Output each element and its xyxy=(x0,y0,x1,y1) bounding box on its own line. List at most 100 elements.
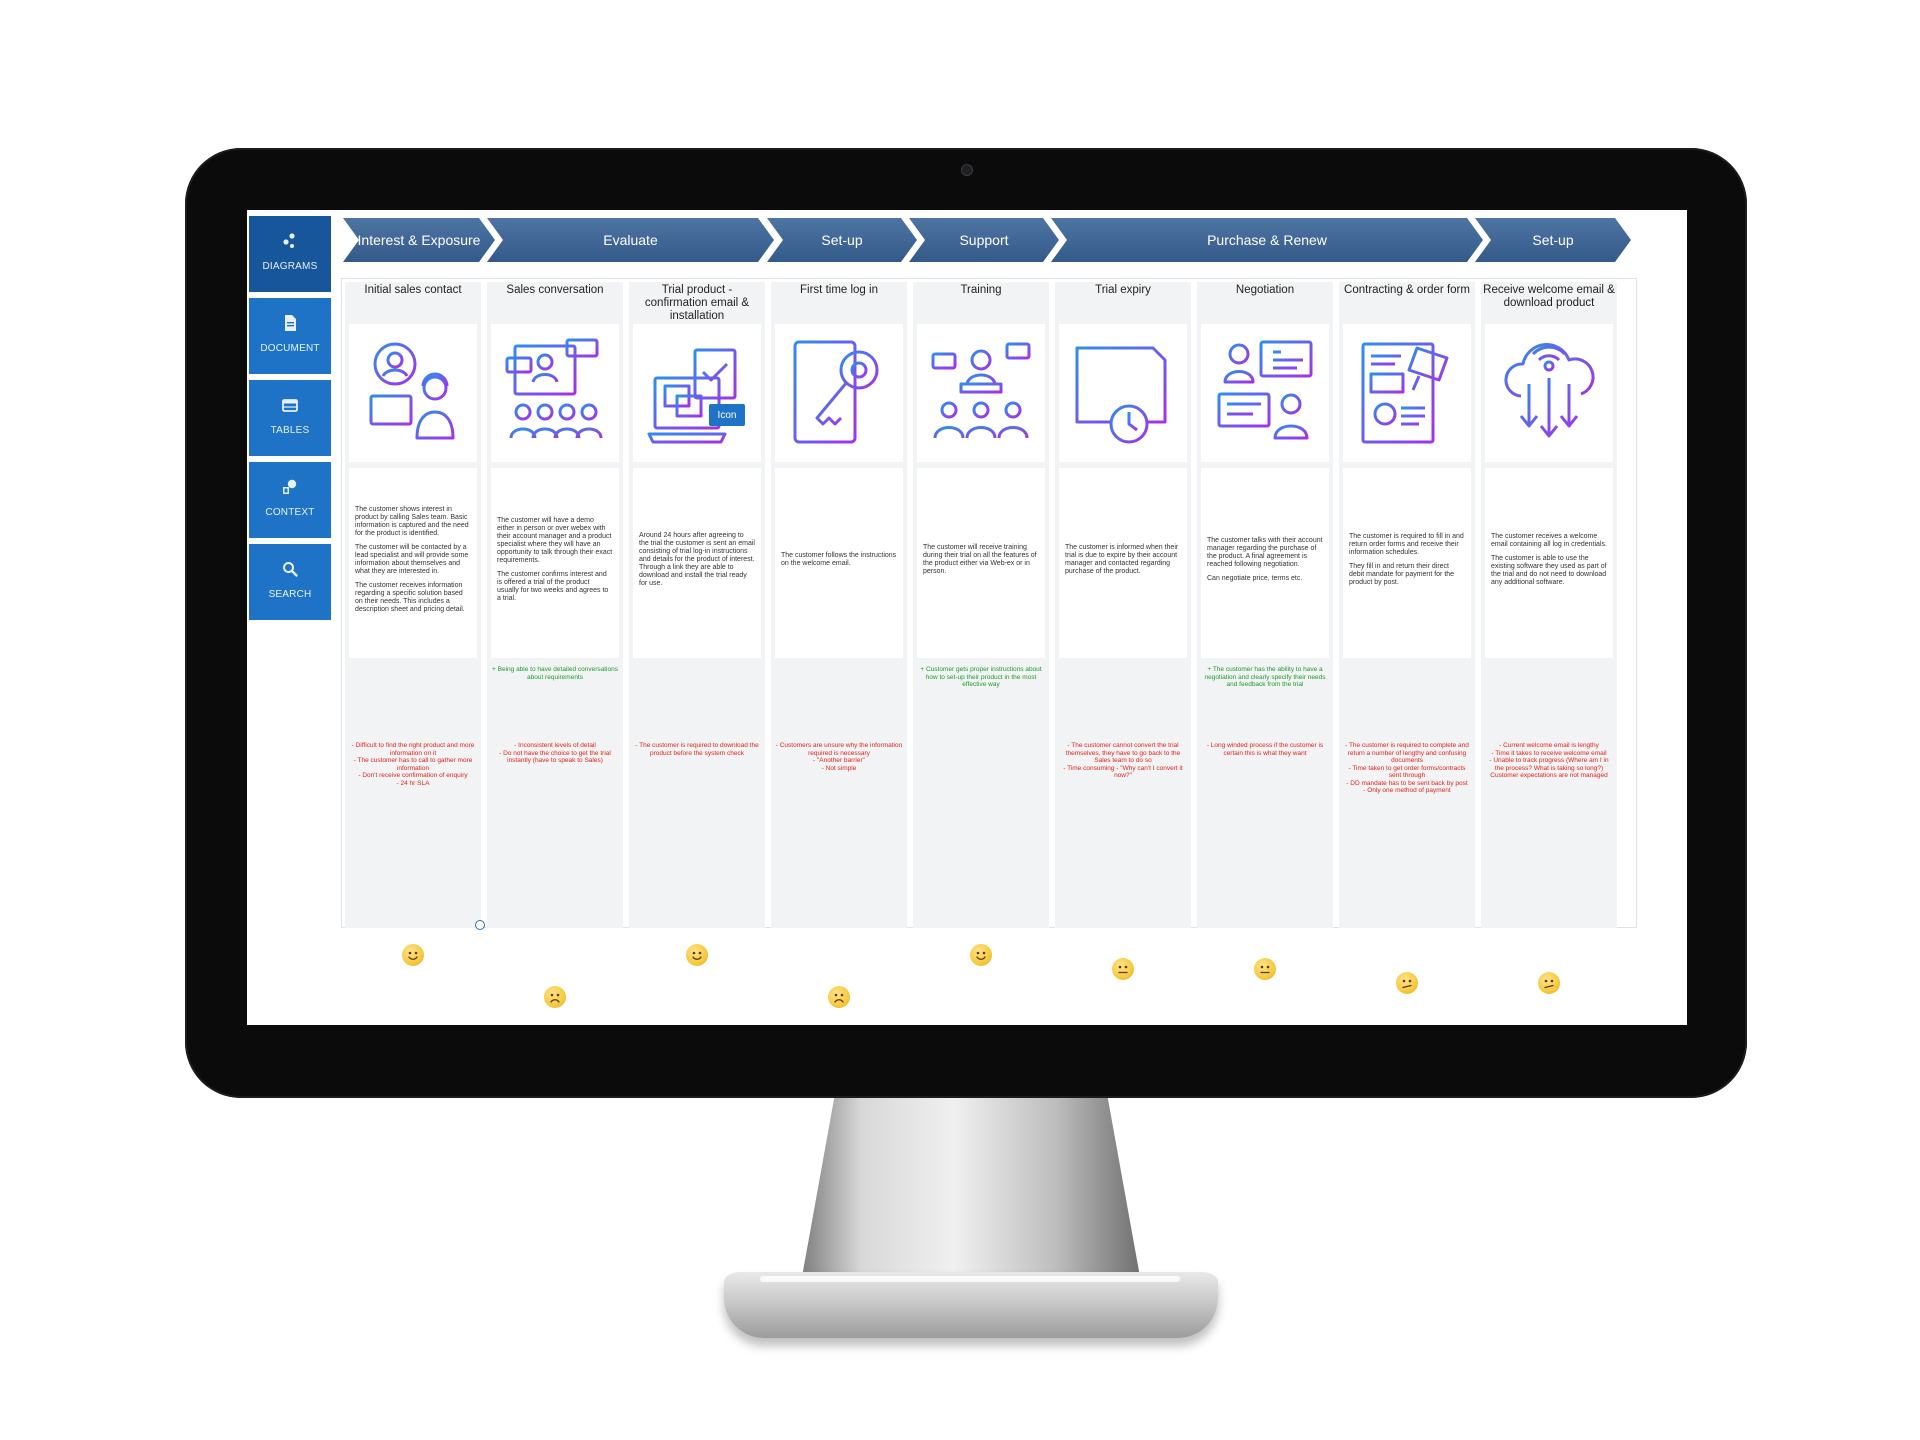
sidebar: DIAGRAMS DOCUMENT TABLES CONTEXT xyxy=(247,210,331,1025)
monitor-stand-neck xyxy=(800,1098,1142,1288)
context-icon xyxy=(283,479,297,494)
step-illustration xyxy=(1201,324,1329,462)
sidebar-item-tables[interactable]: TABLES xyxy=(249,380,331,456)
stage-set-up-final[interactable]: Set-up xyxy=(1475,218,1631,262)
stage-label: Interest & Exposure xyxy=(357,232,481,248)
journey-column: Contracting & order form The customer is… xyxy=(1339,282,1475,928)
pain-points: - Customers are unsure why the informati… xyxy=(775,742,903,772)
sidebar-item-context[interactable]: CONTEXT xyxy=(249,462,331,538)
journey-column: Sales conversation The customer will hav xyxy=(487,282,623,928)
confused-emoji-icon xyxy=(1396,972,1418,994)
sad-emoji-icon xyxy=(544,986,566,1008)
person-headset-icon xyxy=(369,342,455,440)
stage-support[interactable]: Support xyxy=(909,218,1059,262)
description-paragraph: Around 24 hours after agreeing to the tr… xyxy=(639,532,755,587)
description-paragraph: They fill in and return their direct deb… xyxy=(1349,563,1455,586)
stage-label: Evaluate xyxy=(603,232,658,248)
stage-label: Set-up xyxy=(1532,232,1574,248)
description-paragraph: The customer will be contacted by a lead… xyxy=(355,544,469,575)
camera-icon xyxy=(961,164,973,176)
step-illustration xyxy=(349,324,477,462)
step-title: Negotiation xyxy=(1235,284,1295,296)
step-title: Contracting & order form xyxy=(1344,284,1470,296)
happy-emoji-icon xyxy=(970,944,992,966)
laptop-email-icon xyxy=(647,342,737,444)
negotiation-icon xyxy=(1217,340,1313,440)
pain-points: - The customer is required to complete a… xyxy=(1345,742,1469,794)
step-illustration xyxy=(1343,324,1471,462)
contract-icon xyxy=(1361,342,1449,444)
sidebar-item-diagrams[interactable]: DIAGRAMS xyxy=(249,216,331,292)
monitor-stand-highlight xyxy=(760,1276,1180,1282)
description-paragraph: The customer follows the instructions on… xyxy=(781,552,897,567)
step-illustration xyxy=(491,324,619,462)
step-description: The customer talks with their account ma… xyxy=(1201,468,1329,658)
positive-notes: + The customer has the ability to have a… xyxy=(1204,666,1326,688)
step-description: The customer will receive training durin… xyxy=(917,468,1045,658)
sidebar-item-label: DOCUMENT xyxy=(260,343,320,354)
description-paragraph: Can negotiate price, terms etc. xyxy=(1207,575,1303,582)
screen: DIAGRAMS DOCUMENT TABLES CONTEXT xyxy=(247,210,1687,1025)
step-title: Trial expiry xyxy=(1095,284,1151,296)
journey-column: Receive welcome email & download product… xyxy=(1481,282,1617,928)
step-illustration xyxy=(775,324,903,462)
pain-points: - Difficult to find the right product an… xyxy=(351,742,475,787)
presentation-icon xyxy=(931,342,1031,439)
description-paragraph: The customer shows interest in product b… xyxy=(355,506,469,537)
stage-label: Support xyxy=(959,232,1009,248)
sidebar-item-search[interactable]: SEARCH xyxy=(249,544,331,620)
step-title: Receive welcome email & download product xyxy=(1483,284,1615,309)
sidebar-item-document[interactable]: DOCUMENT xyxy=(249,298,331,374)
diagram-icon xyxy=(283,233,295,248)
step-title: Trial product - confirmation email & ins… xyxy=(644,284,750,322)
stage-evaluate[interactable]: Evaluate xyxy=(487,218,774,262)
step-title: Sales conversation xyxy=(506,284,604,296)
pain-points: - Long winded process if the customer is… xyxy=(1206,742,1324,757)
video-meeting-icon xyxy=(505,338,603,439)
description-paragraph: The customer will receive training durin… xyxy=(923,544,1037,575)
step-title: Initial sales contact xyxy=(364,284,462,296)
description-paragraph: The customer will have a demo either in … xyxy=(497,517,613,564)
stage-interest-exposure[interactable]: Interest & Exposure xyxy=(343,218,495,262)
sad-emoji-icon xyxy=(828,986,850,1008)
happy-emoji-icon xyxy=(402,944,424,966)
pain-points: - The customer is required to download t… xyxy=(635,742,759,757)
key-door-icon xyxy=(793,340,879,444)
step-description: The customer is informed when their tria… xyxy=(1059,468,1187,658)
description-paragraph: The customer receives information regard… xyxy=(355,582,465,613)
journey-column: Training The customer will receive train… xyxy=(913,282,1049,928)
step-description: The customer receives a welcome email co… xyxy=(1485,468,1613,658)
stage-set-up[interactable]: Set-up xyxy=(767,218,917,262)
journey-column: Trial product - confirmation email & ins… xyxy=(629,282,765,928)
icon-badge[interactable]: Icon xyxy=(709,404,745,426)
description-paragraph: The customer is informed when their tria… xyxy=(1065,544,1179,575)
table-icon xyxy=(282,399,298,412)
description-paragraph: The customer talks with their account ma… xyxy=(1207,537,1323,568)
description-paragraph: The customer is required to fill in and … xyxy=(1349,533,1464,556)
journey-column: Negotiation The customer talks with thei… xyxy=(1197,282,1333,928)
step-description: The customer will have a demo either in … xyxy=(491,468,619,658)
step-description: The customer shows interest in product b… xyxy=(349,468,477,658)
step-illustration: Icon xyxy=(633,324,761,462)
cloud-download-icon xyxy=(1504,343,1595,438)
description-paragraph: The customer is able to use the existing… xyxy=(1491,555,1607,586)
stage-label: Set-up xyxy=(821,232,863,248)
step-title: Training xyxy=(960,284,1002,296)
sidebar-item-label: CONTEXT xyxy=(265,507,315,518)
step-description: The customer follows the instructions on… xyxy=(775,468,903,658)
drag-handle[interactable] xyxy=(475,920,485,930)
positive-notes: + Customer gets proper instructions abou… xyxy=(920,666,1042,688)
neutral-emoji-icon xyxy=(1254,958,1276,980)
stage-purchase-renew[interactable]: Purchase & Renew xyxy=(1051,218,1483,262)
stage-bar: Interest & Exposure Evaluate Set-up Supp… xyxy=(343,218,1683,262)
journey-column: First time log in The customer follows t… xyxy=(771,282,907,928)
step-description: The customer is required to fill in and … xyxy=(1343,468,1471,658)
pain-points: - Current welcome email is lengthy - Tim… xyxy=(1489,742,1609,779)
happy-emoji-icon xyxy=(686,944,708,966)
description-paragraph: The customer confirms interest and is of… xyxy=(497,571,609,602)
journey-column: Initial sales contact The customer shows… xyxy=(345,282,481,928)
positive-notes: + Being able to have detailed conversati… xyxy=(492,666,618,681)
pain-points: - The customer cannot convert the trial … xyxy=(1063,742,1183,779)
step-title: First time log in xyxy=(800,284,878,296)
journey-column: Trial expiry The customer is informed wh… xyxy=(1055,282,1191,928)
